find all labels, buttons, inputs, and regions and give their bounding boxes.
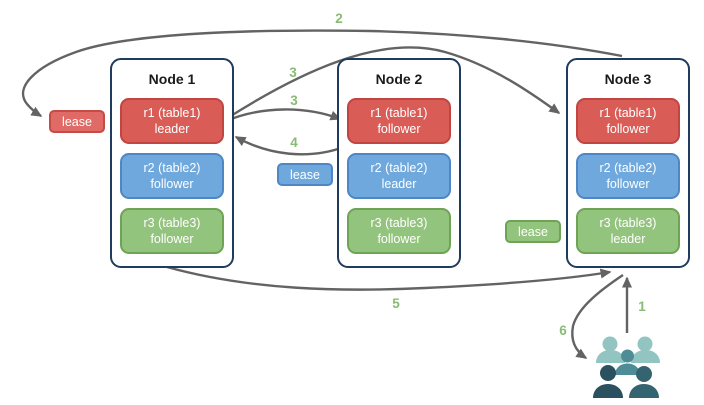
users-group-icon: [593, 336, 660, 398]
node-2-replica-r1: r1 (table1) follower: [347, 98, 451, 144]
replica-name: r1 (table1): [599, 105, 657, 120]
step-label-2: 2: [335, 11, 343, 26]
node-1-title: Node 1: [148, 71, 196, 87]
replica-role: leader: [610, 232, 646, 246]
node-3: Node 3 r1 (table1) follower r2 (table2) …: [566, 58, 690, 268]
replica-role: follower: [606, 177, 650, 191]
node-2-replica-r2: r2 (table2) leader: [347, 153, 451, 199]
arrow-step-2: [21, 29, 623, 118]
node-3-replica-r3: r3 (table3) leader: [576, 208, 680, 254]
arrow-step-3-to-node3: [225, 46, 561, 121]
replica-role: leader: [381, 177, 417, 191]
node-1: Node 1 r1 (table1) leader r2 (table2) fo…: [110, 58, 234, 268]
step-label-3a: 3: [289, 65, 297, 80]
lease-badge-r1: lease: [49, 110, 105, 133]
lease-badge-r2: lease: [277, 163, 333, 186]
replica-role: follower: [606, 122, 650, 136]
replica-name: r1 (table1): [143, 105, 201, 120]
replica-name: r3 (table3): [143, 215, 201, 230]
replica-name: r2 (table2): [370, 160, 428, 175]
replica-role: follower: [150, 232, 194, 246]
replica-name: r2 (table2): [143, 160, 201, 175]
arrow-step-3-to-node2: [225, 108, 342, 123]
replica-role: follower: [377, 232, 421, 246]
replica-role: follower: [150, 177, 194, 191]
node-1-replica-r3: r3 (table3) follower: [120, 208, 224, 254]
step-label-3b: 3: [290, 93, 298, 108]
node-3-replica-r2: r2 (table2) follower: [576, 153, 680, 199]
lease-badge-r3: lease: [505, 220, 561, 243]
node-3-replica-r1: r1 (table1) follower: [576, 98, 680, 144]
step-label-4: 4: [290, 135, 298, 150]
node-2: Node 2 r1 (table1) follower r2 (table2) …: [337, 58, 461, 268]
node-2-title: Node 2: [375, 71, 423, 87]
node-1-replica-r1: r1 (table1) leader: [120, 98, 224, 144]
node-1-replica-r2: r2 (table2) follower: [120, 153, 224, 199]
replica-role: follower: [377, 122, 421, 136]
replica-name: r1 (table1): [370, 105, 428, 120]
arrow-step-5: [166, 265, 612, 291]
arrow-step-4: [234, 135, 345, 156]
step-label-5: 5: [392, 296, 400, 311]
node-3-title: Node 3: [604, 71, 652, 87]
replica-role: leader: [154, 122, 190, 136]
step-label-1: 1: [638, 299, 646, 314]
replica-name: r3 (table3): [370, 215, 428, 230]
replica-name: r3 (table3): [599, 215, 657, 230]
step-label-6: 6: [559, 323, 567, 338]
arrow-step-6: [571, 274, 624, 359]
node-2-replica-r3: r3 (table3) follower: [347, 208, 451, 254]
replica-name: r2 (table2): [599, 160, 657, 175]
